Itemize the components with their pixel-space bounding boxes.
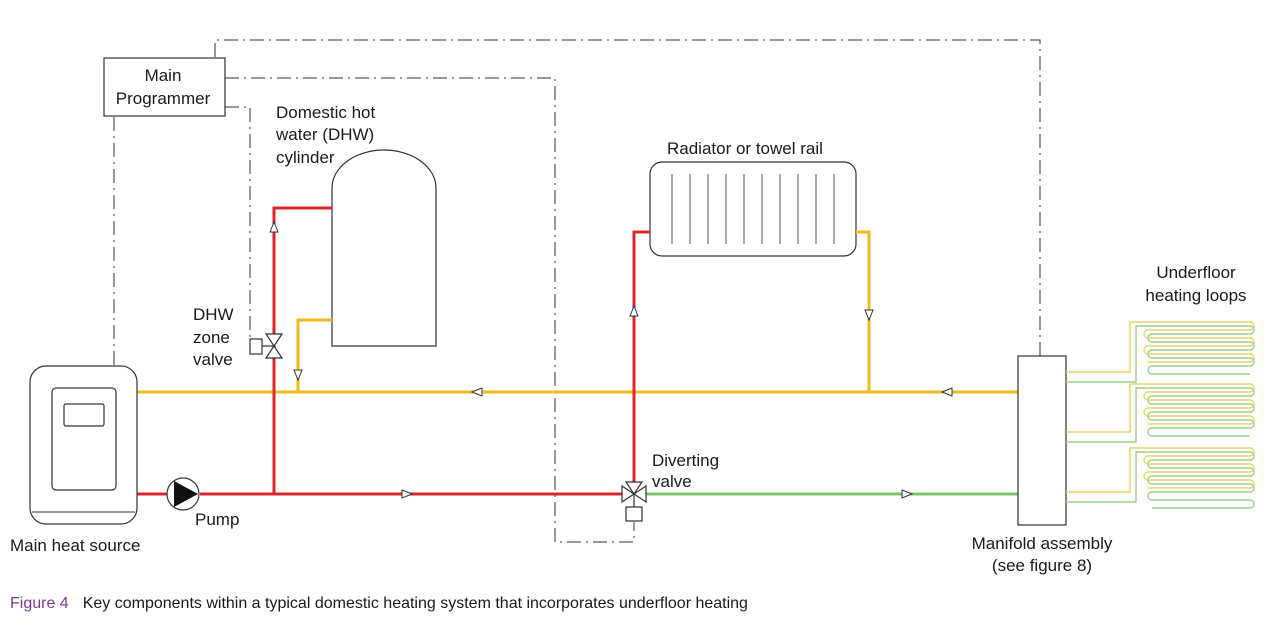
arrow-return-right <box>940 387 953 397</box>
ufh-loop-2-return <box>1066 387 1255 443</box>
ufh-loop-3-return <box>1066 451 1255 509</box>
arrow-dhw-return <box>293 369 303 382</box>
dhw-zone-valve <box>249 333 284 359</box>
ufh-loop-2-flow <box>1066 383 1255 433</box>
programmer-label-line1: Main <box>145 66 182 85</box>
figure-number: Figure 4 <box>10 595 69 612</box>
heating-system-diagram: Main Programmer Domestic hot water (DHW)… <box>10 39 1255 575</box>
flow-arrows <box>269 220 953 499</box>
main-programmer: Main Programmer <box>103 57 226 117</box>
manifold-label-line1: Manifold assembly <box>972 534 1113 553</box>
pump <box>166 477 200 511</box>
figure-caption: Figure 4 Key components within a typical … <box>10 595 748 613</box>
diverting-valve-label-line2: valve <box>652 472 692 491</box>
manifold-label-line2: (see figure 8) <box>992 556 1092 575</box>
return-pipes <box>137 230 1018 394</box>
radiator-label: Radiator or towel rail <box>667 139 823 158</box>
diverting-valve-label-line1: Diverting <box>652 451 719 470</box>
ufh-loop-1-return <box>1066 325 1255 383</box>
radiator <box>649 161 857 257</box>
ufh-loop-1-flow <box>1066 321 1255 373</box>
diverting-valve <box>621 481 647 522</box>
underfloor-loops <box>1066 321 1255 509</box>
arrow-flow-main <box>401 489 414 499</box>
wire-to-diverting-valve <box>225 77 635 543</box>
arrow-dhw-flow <box>269 220 279 233</box>
arrow-return-main <box>470 387 483 397</box>
underfloor-label-line2: heating loops <box>1145 286 1246 305</box>
programmer-label-line2: Programmer <box>116 89 211 108</box>
main-heat-source <box>29 365 138 525</box>
control-wiring <box>113 39 1041 543</box>
arrow-radiator-return <box>864 309 874 322</box>
pump-label: Pump <box>195 510 239 529</box>
figure-caption-text: Key components within a typical domestic… <box>82 595 748 612</box>
arrow-underfloor-flow <box>901 489 914 499</box>
wire-to-dhw-valve <box>225 106 251 345</box>
dhw-cylinder-label-line3: cylinder <box>276 148 335 167</box>
dhw-cylinder-label-line1: Domestic hot <box>276 103 375 122</box>
dhw-valve-label-line2: zone <box>193 328 230 347</box>
dhw-cylinder <box>331 149 437 347</box>
dhw-cylinder-label-line2: water (DHW) <box>275 125 374 144</box>
underfloor-label-line1: Underfloor <box>1156 263 1236 282</box>
ufh-loop-3-flow <box>1066 447 1255 493</box>
heat-source-label: Main heat source <box>10 536 140 555</box>
dhw-valve-label-line1: DHW <box>193 305 234 324</box>
dhw-valve-label-line3: valve <box>193 350 233 369</box>
arrow-radiator-flow <box>629 304 639 317</box>
wire-to-manifold <box>214 39 1041 356</box>
manifold <box>1017 355 1067 526</box>
